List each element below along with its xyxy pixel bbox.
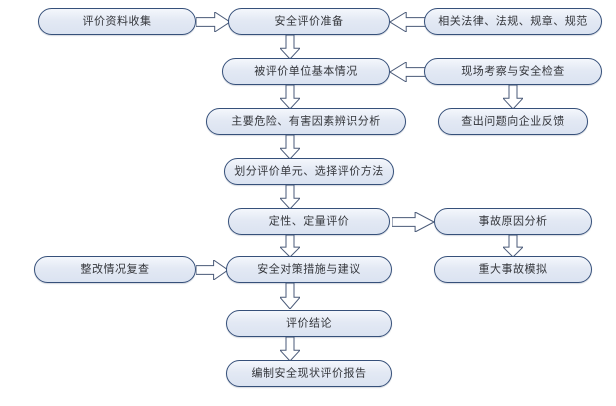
flow-node-n6[interactable]: 主要危险、有害因素辨识分析 [206, 108, 406, 135]
flow-node-n4[interactable]: 被评价单位基本情况 [222, 58, 390, 85]
arrow-laws-to-prepare-icon [390, 12, 426, 32]
flow-node-n5[interactable]: 现场考察与安全检查 [424, 58, 602, 85]
flow-node-label: 主要危险、有害因素辨识分析 [231, 114, 381, 128]
flow-node-label: 定性、定量评价 [268, 214, 350, 228]
flow-node-n8[interactable]: 划分评价单元、选择评价方法 [224, 158, 394, 185]
flow-node-label: 安全对策措施与建议 [257, 262, 361, 276]
flow-node-n2[interactable]: 安全评价准备 [228, 8, 390, 35]
flow-node-n12[interactable]: 安全对策措施与建议 [226, 256, 392, 283]
flow-node-n14[interactable]: 评价结论 [226, 310, 392, 337]
arrow-measures-to-conclusion-icon [280, 283, 300, 309]
flow-node-label: 划分评价单元、选择评价方法 [234, 164, 384, 178]
flow-node-n11[interactable]: 整改情况复查 [34, 256, 196, 283]
flow-node-label: 评价资料收集 [82, 14, 152, 28]
arrow-survey-to-basicinfo-icon [390, 62, 426, 82]
flow-node-n10[interactable]: 事故原因分析 [434, 208, 592, 235]
flow-node-label: 编制安全现状评价报告 [251, 366, 367, 380]
arrow-conclusion-to-report-icon [280, 337, 300, 361]
flow-node-label: 安全评价准备 [274, 14, 344, 28]
flow-node-n7[interactable]: 查出问题向企业反馈 [438, 108, 588, 135]
flow-node-label: 相关法律、法规、规章、规范 [438, 14, 588, 28]
flow-node-label: 事故原因分析 [478, 214, 548, 228]
arrow-evaluation-to-accident-icon [392, 212, 434, 232]
flow-node-label: 查出问题向企业反馈 [461, 114, 565, 128]
flow-node-n3[interactable]: 相关法律、法规、规章、规范 [424, 8, 602, 35]
arrow-evaluation-to-measures-icon [280, 235, 300, 257]
arrow-unitsplit-to-evaluation-icon [280, 185, 300, 209]
flow-node-n1[interactable]: 评价资料收集 [38, 8, 196, 35]
flow-node-n9[interactable]: 定性、定量评价 [228, 208, 390, 235]
flow-node-label: 评价结论 [286, 316, 332, 330]
arrow-basicinfo-to-hazard-icon [280, 85, 300, 109]
flow-node-label: 整改情况复查 [80, 262, 150, 276]
flow-node-n13[interactable]: 重大事故模拟 [434, 256, 592, 283]
flow-node-label: 现场考察与安全检查 [461, 64, 565, 78]
arrow-prepare-to-basicinfo-icon [280, 35, 300, 59]
arrow-accident-to-simulation-icon [503, 235, 523, 257]
arrow-recheck-to-measures-icon [196, 260, 228, 280]
arrow-collect-to-prepare-icon [196, 12, 230, 32]
flow-node-label: 重大事故模拟 [478, 262, 548, 276]
arrow-hazard-to-unitsplit-icon [280, 135, 300, 159]
arrow-survey-to-feedback-icon [503, 85, 523, 109]
flow-node-n15[interactable]: 编制安全现状评价报告 [226, 360, 392, 387]
flow-node-label: 被评价单位基本情况 [254, 64, 358, 78]
